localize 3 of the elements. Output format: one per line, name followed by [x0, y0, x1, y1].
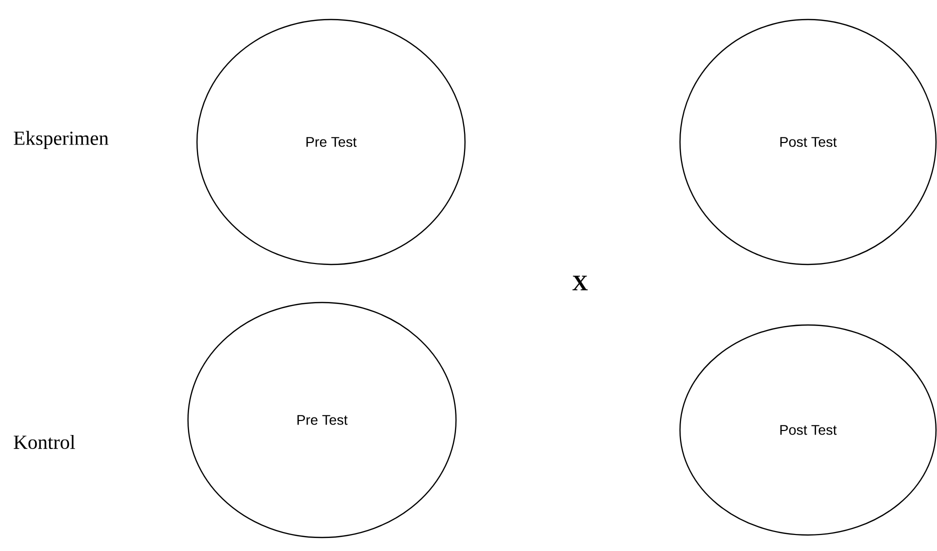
group-label: Kontrol: [14, 434, 76, 450]
group-label: Eksperimen: [14, 130, 108, 150]
treatment-label: X: [572, 276, 588, 290]
